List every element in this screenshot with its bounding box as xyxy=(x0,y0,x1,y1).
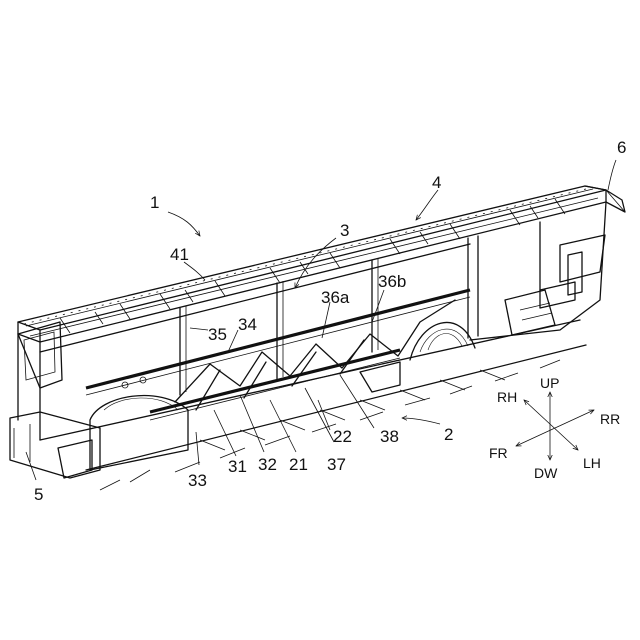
label-6: 6 xyxy=(617,138,626,157)
axis-rr: RR xyxy=(600,411,620,427)
label-3: 3 xyxy=(340,221,349,240)
label-2: 2 xyxy=(444,425,453,444)
leader-lines xyxy=(26,160,616,480)
leader-4 xyxy=(416,190,438,220)
leader-35 xyxy=(190,328,208,330)
axis-fr: FR xyxy=(489,445,508,461)
axis-rh: RH xyxy=(497,389,517,405)
label-38: 38 xyxy=(380,427,399,446)
label-41: 41 xyxy=(170,245,189,264)
leader-6 xyxy=(608,160,616,190)
label-36b: 36b xyxy=(378,272,406,291)
label-5: 5 xyxy=(34,485,43,504)
roof-structure xyxy=(18,186,625,342)
label-22: 22 xyxy=(333,427,352,446)
label-37: 37 xyxy=(327,455,346,474)
leader-38 xyxy=(340,375,374,428)
label-1: 1 xyxy=(150,193,159,212)
label-36a: 36a xyxy=(321,288,350,307)
fr-rr-arrow xyxy=(516,410,594,446)
label-34: 34 xyxy=(238,315,257,334)
label-21: 21 xyxy=(289,455,308,474)
leader-5 xyxy=(26,452,36,480)
axis-dw: DW xyxy=(534,465,558,481)
leader-37 xyxy=(305,388,334,442)
direction-compass: UP DW RH LH FR RR xyxy=(489,375,620,481)
side-truss xyxy=(86,290,475,470)
leader-33 xyxy=(196,432,199,465)
axis-up: UP xyxy=(540,375,559,391)
leader-36a xyxy=(322,302,330,338)
label-33: 33 xyxy=(188,471,207,490)
axis-lh: LH xyxy=(583,455,601,471)
rh-lh-arrow xyxy=(524,400,578,450)
label-32: 32 xyxy=(258,455,277,474)
leader-21 xyxy=(270,400,296,452)
label-4: 4 xyxy=(432,173,441,192)
label-35: 35 xyxy=(208,325,227,344)
label-31: 31 xyxy=(228,457,247,476)
leader-1 xyxy=(168,212,200,236)
leader-32 xyxy=(240,395,264,452)
leader-2 xyxy=(402,418,440,424)
